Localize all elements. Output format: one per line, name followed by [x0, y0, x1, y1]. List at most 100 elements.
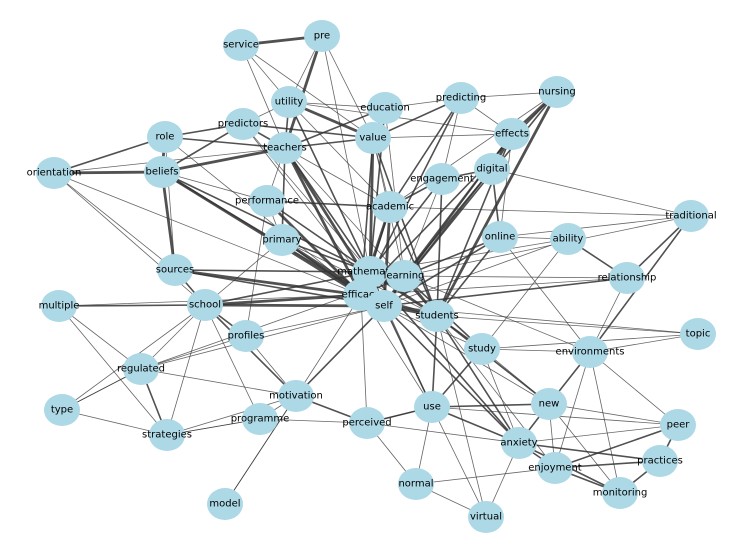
node-label-environments: environments [556, 347, 625, 358]
node-label-efficacy: efficacy [342, 290, 381, 301]
edge-relationship-efficacy [360, 277, 628, 296]
node-label-effects: effects [495, 129, 529, 140]
edge-multiple-regulated [58, 305, 142, 370]
edge-performance-profiles [245, 200, 268, 337]
node-circle-use [414, 391, 450, 423]
edge-digital-learning [403, 168, 493, 277]
edge-environments-monitoring [589, 351, 621, 494]
node-circle-students [419, 300, 455, 332]
edge-study-anxiety [481, 348, 520, 444]
edge-efficacy-perceived [360, 294, 368, 424]
node-effects: effects [494, 118, 530, 150]
node-label-enjoyment: enjoyment [528, 463, 582, 474]
node-label-perceived: perceived [342, 418, 391, 429]
node-predicting: predicting [436, 82, 486, 114]
node-label-new: new [539, 399, 560, 410]
edge-sources-mathematics [174, 269, 371, 273]
edge-value-mathematics [368, 136, 375, 274]
edge-environments-peer [589, 351, 679, 426]
node-circle-topic [680, 318, 716, 350]
edge-students-anxiety [436, 315, 520, 444]
node-circle-perceived [349, 407, 385, 439]
node-label-students: students [415, 311, 458, 322]
node-label-online: online [485, 232, 516, 243]
node-label-study: study [468, 344, 496, 355]
edge-self-use [383, 305, 433, 408]
node-label-normal: normal [398, 479, 433, 490]
edge-engagement-learning [403, 178, 443, 277]
edge-performance-mathematics [266, 200, 371, 273]
node-study: study [464, 333, 500, 365]
node-label-predicting: predicting [436, 93, 486, 104]
node-sources: sources [156, 254, 194, 286]
node-model: model [207, 488, 243, 520]
node-circle-school [187, 289, 223, 321]
node-label-self: self [375, 301, 393, 312]
edge-programme-school [204, 304, 261, 420]
node-nursing: nursing [538, 76, 576, 108]
node-label-digital: digital [476, 164, 507, 175]
node-programme: programme [231, 403, 289, 435]
node-circle-anxiety [501, 427, 537, 459]
node-circle-academic [372, 191, 408, 223]
edge-perceived-anxiety [366, 422, 520, 444]
node-label-performance: performance [235, 196, 299, 207]
node-label-teachers: teachers [263, 143, 307, 154]
node-performance: performance [235, 185, 299, 217]
node-enjoyment: enjoyment [528, 452, 582, 484]
edge-service-teachers [240, 44, 286, 149]
node-circle-value [355, 122, 391, 154]
node-use: use [414, 391, 450, 423]
edge-service-value [240, 44, 374, 139]
node-perceived: perceived [342, 407, 392, 439]
node-circle-new [531, 388, 567, 420]
node-label-engagement: engagement [410, 174, 474, 185]
node-label-motivation: motivation [269, 391, 323, 402]
edge-students-virtual [436, 315, 487, 518]
node-label-ability: ability [553, 234, 584, 245]
edge-role-teachers [164, 136, 286, 149]
node-label-service: service [223, 40, 259, 51]
edge-enjoyment-normal [415, 467, 556, 485]
node-role: role [147, 121, 183, 153]
edge-self-motivation [295, 305, 385, 397]
edge-multiple-school [58, 304, 206, 307]
edge-traditional-online [499, 215, 692, 238]
node-label-learning: learning [384, 271, 425, 282]
node-new: new [531, 388, 567, 420]
edge-effects-online [499, 133, 513, 238]
node-circle-pre [304, 20, 340, 52]
edge-nursing-students [435, 90, 559, 318]
node-label-strategies: strategies [142, 430, 192, 441]
node-circle-learning [386, 260, 422, 292]
node-label-mathematics: mathematics [337, 267, 403, 278]
edge-academic-traditional [389, 206, 692, 217]
edge-new-peer [548, 403, 679, 426]
node-value: value [355, 122, 391, 154]
edge-profiles-regulated [140, 335, 247, 370]
node-type: type [44, 394, 80, 426]
node-circle-sources [157, 254, 193, 286]
node-teachers: teachers [263, 132, 307, 164]
node-circle-primary [264, 224, 300, 256]
node-circle-regulated [123, 353, 159, 385]
node-peer: peer [660, 409, 696, 441]
node-label-peer: peer [667, 420, 691, 431]
node-strategies: strategies [142, 419, 192, 451]
edge-beliefs-performance [161, 171, 268, 202]
node-multiple: multiple [39, 290, 79, 322]
node-anxiety: anxiety [500, 427, 538, 459]
node-online: online [482, 221, 518, 253]
node-label-nursing: nursing [538, 87, 575, 98]
node-circle-type [44, 394, 80, 426]
node-circle-study [464, 333, 500, 365]
node-circle-profiles [228, 320, 264, 352]
node-circle-predicting [443, 82, 479, 114]
node-learning: learning [384, 260, 425, 292]
edge-teachers-mathematics [284, 147, 371, 273]
node-circle-self [366, 290, 402, 322]
node-circle-virtual [468, 501, 504, 533]
node-circle-traditional [673, 200, 709, 232]
node-academic: academic [366, 191, 414, 223]
